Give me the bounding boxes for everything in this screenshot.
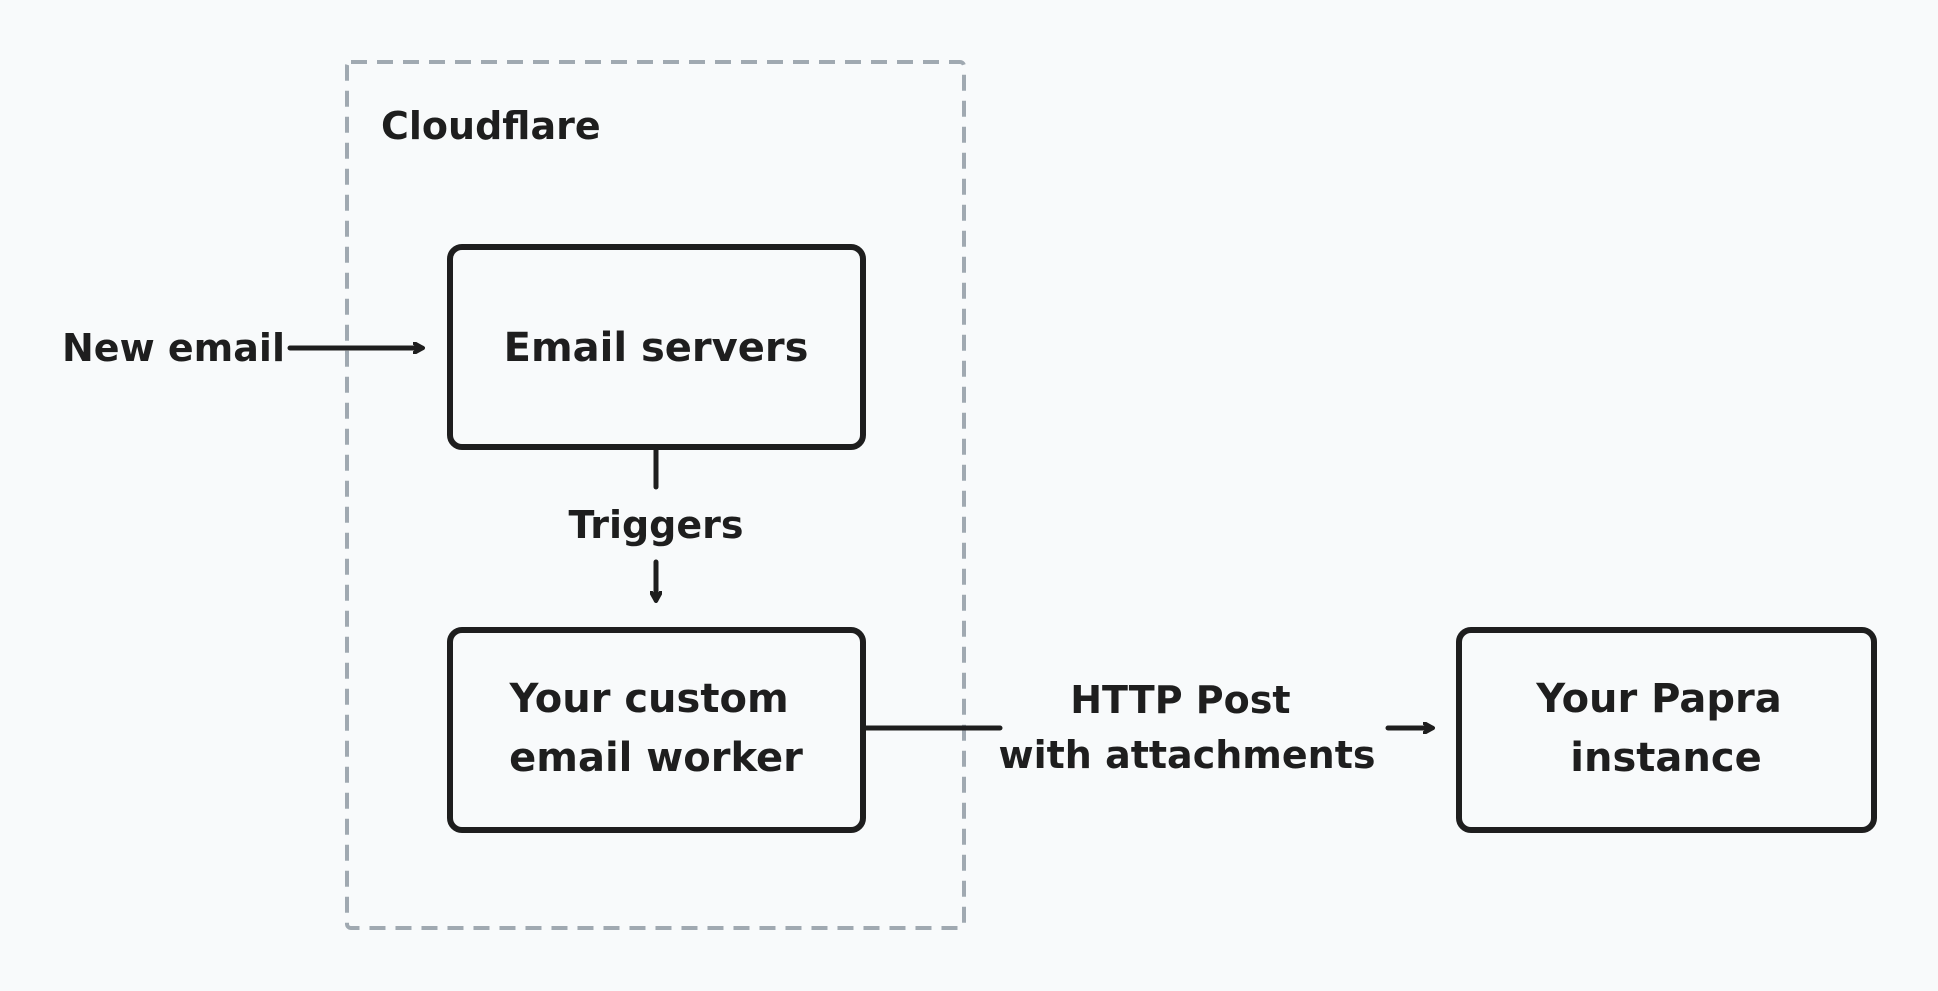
edge-http-post: HTTP Post with attachments <box>863 678 1432 777</box>
node-email-worker: Your custom email worker <box>447 627 866 833</box>
triggers-label: Triggers <box>568 503 743 547</box>
email-worker-label-line-1: Your custom <box>508 676 788 722</box>
email-servers-box <box>447 244 866 450</box>
papra-instance-label-line-2: instance <box>1570 735 1761 781</box>
node-papra-instance: Your Papra instance <box>1456 627 1877 833</box>
http-post-label: HTTP Post with attachments <box>999 678 1376 777</box>
email-worker-label-line-2: email worker <box>509 735 803 781</box>
papra-instance-box <box>1456 627 1877 833</box>
cloudflare-group-border <box>345 60 966 930</box>
http-post-label-line-1: HTTP Post <box>1070 678 1290 722</box>
papra-instance-label-line-1: Your Papra <box>1535 676 1782 722</box>
edge-triggers: Triggers <box>568 447 744 600</box>
new-email-label: New email <box>62 326 285 370</box>
edge-new-email: New email <box>62 326 422 370</box>
email-worker-box <box>447 627 866 833</box>
http-post-label-line-2: with attachments <box>999 733 1376 777</box>
papra-instance-label: Your Papra instance <box>1535 676 1795 781</box>
cloudflare-label: Cloudflare <box>381 104 601 148</box>
cloudflare-group: Cloudflare <box>345 60 966 930</box>
email-servers-label: Email servers <box>504 325 809 371</box>
node-email-servers: Email servers <box>447 244 866 450</box>
email-worker-label: Your custom email worker <box>508 676 803 781</box>
